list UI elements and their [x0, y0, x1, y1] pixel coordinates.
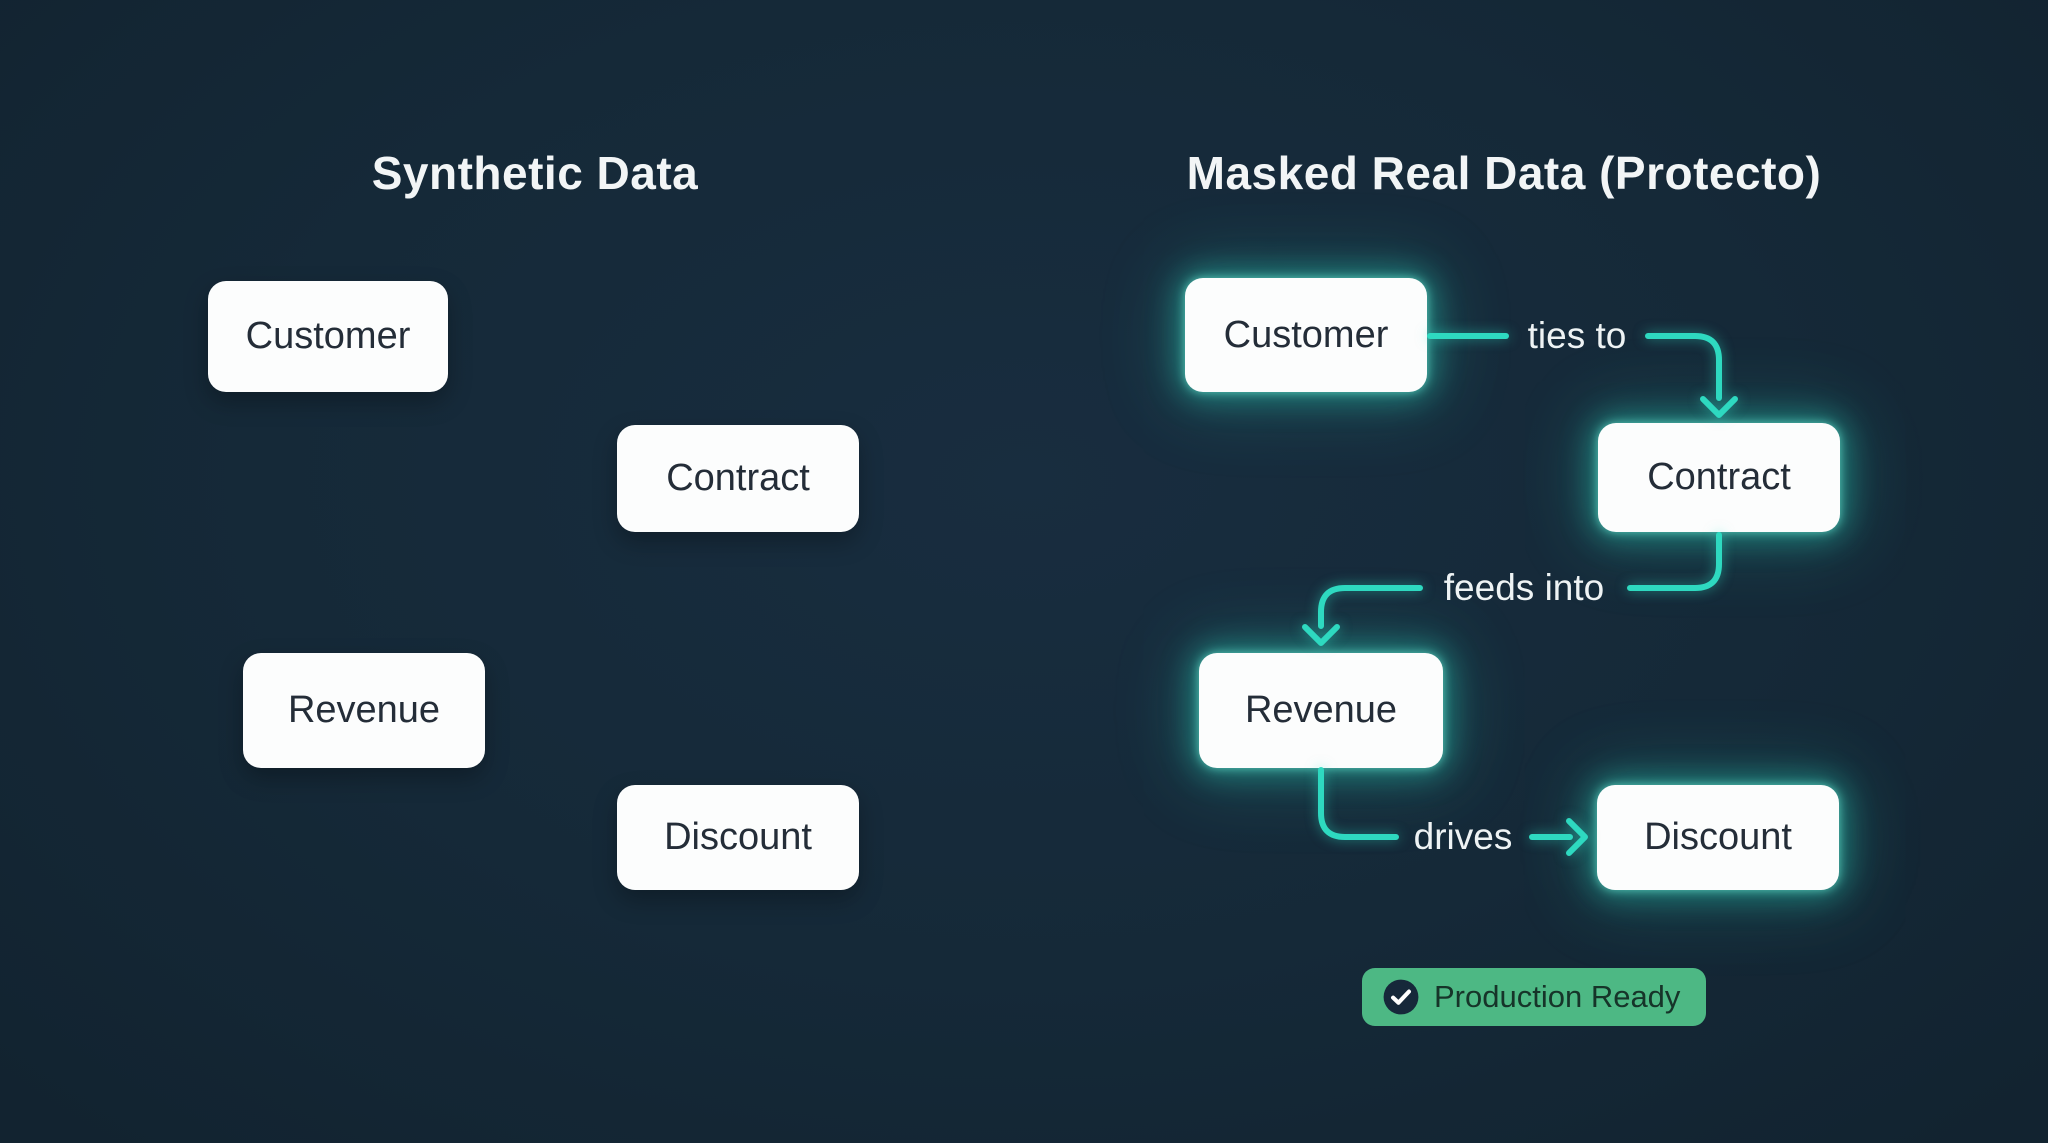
- node-label: Customer: [245, 315, 411, 357]
- right-node-customer: Customer: [1185, 278, 1427, 392]
- edge-customer-contract-line-right: [1645, 333, 1722, 401]
- right-panel-title: Masked Real Data (Protecto): [1186, 147, 1822, 199]
- left-node-revenue: Revenue: [243, 653, 485, 768]
- node-label: Revenue: [287, 689, 441, 731]
- arrow-right-icon: [1566, 818, 1588, 856]
- left-node-discount: Discount: [617, 785, 859, 890]
- left-panel-title: Synthetic Data: [371, 147, 699, 199]
- node-label: Discount: [1644, 816, 1792, 858]
- edge-label-drives: drives: [1413, 816, 1513, 857]
- node-label: Contract: [1647, 456, 1791, 498]
- edge-contract-revenue-line-right: [1627, 532, 1722, 591]
- right-node-contract: Contract: [1598, 423, 1840, 532]
- arrow-down-icon: [1302, 624, 1340, 646]
- left-node-contract: Contract: [617, 425, 859, 532]
- node-label: Contract: [666, 457, 810, 499]
- right-node-discount: Discount: [1597, 785, 1839, 890]
- left-node-customer: Customer: [208, 281, 448, 392]
- check-circle-icon: [1383, 979, 1419, 1015]
- badge-label: Production Ready: [1434, 979, 1681, 1014]
- right-node-revenue: Revenue: [1199, 653, 1443, 768]
- node-label: Customer: [1223, 313, 1389, 356]
- node-label: Revenue: [1244, 689, 1398, 731]
- edge-label-ties-to: ties to: [1527, 315, 1627, 356]
- edge-contract-revenue-line-left: [1318, 585, 1423, 629]
- arrow-down-icon: [1700, 396, 1738, 418]
- node-label: Discount: [664, 816, 812, 858]
- production-ready-badge: Production Ready: [1362, 968, 1707, 1026]
- edge-label-feeds-into: feeds into: [1443, 567, 1605, 608]
- edge-revenue-discount-line-left: [1318, 767, 1399, 840]
